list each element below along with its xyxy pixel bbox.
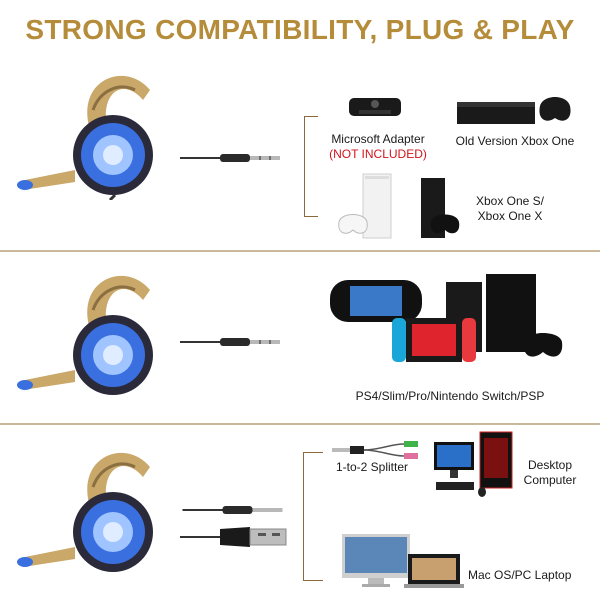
section-divider: [0, 423, 600, 425]
bracket-line: [304, 116, 305, 216]
audio-jack-cable-image: [180, 154, 280, 162]
bracket-tick: [303, 452, 323, 453]
device-label-splitter: 1-to-2 Splitter: [335, 460, 409, 474]
audio-jack-cable-image: [182, 506, 283, 514]
bracket-tick: [303, 580, 323, 581]
bracket-tick: [304, 216, 318, 217]
section-divider: [0, 250, 600, 252]
mac-laptop-icon: [342, 534, 464, 588]
gaming-headset-image: [17, 275, 153, 395]
ps4-switch-psp-icon: [330, 274, 563, 362]
desktop-pc-icon: [434, 431, 513, 497]
xbox-one-s-x-consoles-icon: [338, 173, 460, 239]
device-label-xbox-one-s-x: Xbox One S/ Xbox One X: [475, 194, 545, 223]
xbox-adapter-icon: [349, 98, 401, 116]
gaming-headset-image: [17, 75, 153, 200]
bracket-line: [303, 452, 304, 580]
not-included-note: (NOT INCLUDED): [329, 147, 427, 161]
device-label-microsoft-adapter: Microsoft Adapter: [331, 132, 425, 146]
device-label-laptop: Mac OS/PC Laptop: [468, 568, 572, 582]
device-label-ps4-switch-psp: PS4/Slim/Pro/Nintendo Switch/PSP: [355, 389, 545, 403]
page-title: STRONG COMPATIBILITY, PLUG & PLAY: [25, 14, 575, 45]
usb-cable-image: [180, 527, 287, 547]
splitter-cable-icon: [332, 441, 418, 459]
gaming-headset-image: [17, 452, 153, 572]
device-label-desktop: Desktop Computer: [523, 458, 577, 487]
audio-jack-cable-image: [180, 338, 280, 346]
device-label-xbox-one: Old Version Xbox One: [455, 134, 575, 148]
bracket-tick: [304, 116, 318, 117]
xbox-one-console-icon: [457, 97, 571, 124]
